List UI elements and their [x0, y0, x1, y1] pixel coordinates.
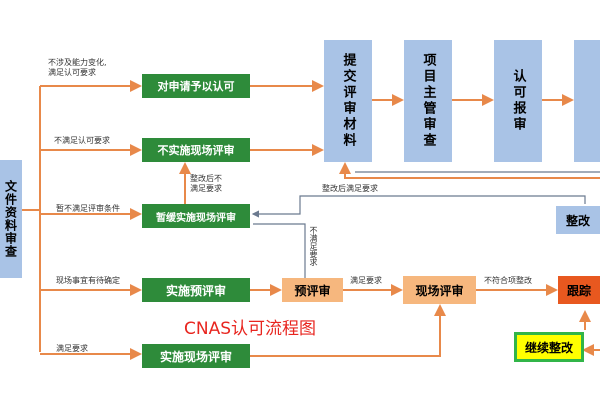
diagram-title: CNAS认可流程图 — [184, 319, 317, 339]
approve-report-label: 认可报审 — [510, 69, 526, 133]
edge-label-pending: 现场事宜有待确定 — [56, 276, 120, 285]
submit-node: 提交评审材料 — [324, 40, 372, 162]
edge-rectify-submit — [339, 162, 600, 179]
onsite-do-label: 实施现场评审 — [159, 349, 232, 364]
edge-prereview-notmeet — [253, 223, 306, 278]
edge-label-rectify-after-meet: 整改后满足要求 — [322, 184, 378, 193]
track-node: 跟踪 — [558, 276, 600, 304]
onsite-do-node: 实施现场评审 — [142, 344, 250, 368]
edge-label-rectify-after-not: 整改后不 满足要求 — [190, 174, 222, 193]
edge-label-not-involve: 不涉及能力变化, 满足认可要求 — [48, 58, 107, 77]
onsite-review-node: 现场评审 — [403, 276, 476, 304]
suspend-onsite-node: 暂缓实施现场评审 — [142, 204, 250, 228]
approve-report-node: 认可报审 — [494, 40, 542, 162]
edge-label-meets-req: 满足要求 — [350, 276, 382, 285]
doc-review-node: 文件资料审查 — [0, 160, 22, 278]
edge-label-suspend-cond: 暂不满足评审条件 — [56, 204, 120, 213]
director-node: 项目主管审查 — [404, 40, 452, 162]
doc-review-label: 文件资料审查 — [3, 180, 18, 258]
director-label: 项目主管审查 — [420, 53, 436, 149]
rectify-node: 整改 — [556, 206, 600, 234]
continue-rectify-label: 继续整改 — [524, 340, 573, 355]
track-label: 跟踪 — [566, 283, 591, 298]
pre-review-do-node: 实施预评审 — [142, 278, 250, 302]
pre-review-node: 预评审 — [282, 278, 343, 302]
recognize-node: 对申请予以认可 — [142, 74, 250, 98]
rectify-label: 整改 — [565, 213, 590, 228]
edge-label-nonconform: 不符合项整改 — [484, 276, 532, 285]
no-onsite-label: 不实施现场评审 — [157, 144, 235, 157]
edge-rectify-after-meet — [251, 195, 586, 218]
pre-review-label: 预评审 — [294, 283, 331, 298]
no-onsite-node: 不实施现场评审 — [142, 138, 250, 162]
submit-label: 提交评审材料 — [340, 53, 356, 149]
next-step-node — [574, 40, 600, 162]
edge-onsitedo-onsite — [250, 304, 446, 357]
trunk-line — [22, 86, 41, 352]
edge-label-not-meet: 不满足认可要求 — [54, 136, 110, 145]
pre-review-do-label: 实施预评审 — [165, 283, 226, 298]
continue-rectify-node: 继续整改 — [514, 332, 584, 362]
recognize-label: 对申请予以认可 — [157, 80, 235, 93]
edge-label-not-meet-vertical: 不满足要求 — [309, 226, 318, 266]
suspend-onsite-label: 暂缓实施现场评审 — [156, 212, 236, 224]
edge-label-meets: 满足要求 — [56, 344, 88, 353]
onsite-review-label: 现场评审 — [415, 283, 464, 298]
